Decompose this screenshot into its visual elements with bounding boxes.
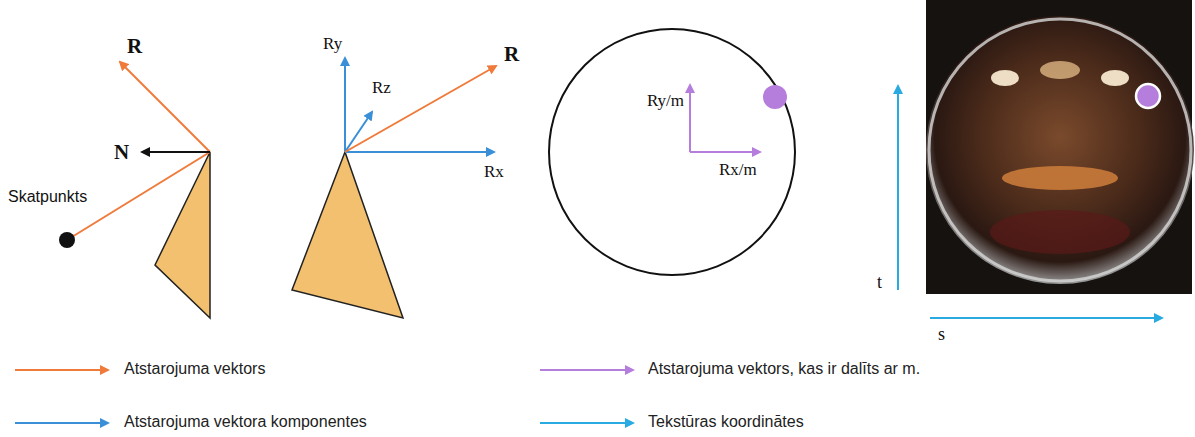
vector-label: N: [114, 140, 129, 164]
normal-vector: [142, 151, 210, 153]
component-z: [345, 112, 372, 152]
point-label: Skatpunkts: [8, 188, 87, 206]
legend-text: Tekstūras koordinātes: [648, 413, 804, 431]
scaled-y: [689, 85, 691, 152]
vector-label: R: [504, 42, 519, 66]
legend-text: Atstarojuma vektors: [124, 360, 265, 378]
view-ray: [67, 152, 210, 240]
stage: [1002, 166, 1118, 190]
sphere-map: [926, 16, 1194, 284]
highlight: [991, 70, 1019, 86]
viewpoint-dot: [59, 232, 75, 248]
highlight: [1101, 70, 1129, 86]
seats: [990, 210, 1130, 254]
legend-arrow: [15, 422, 108, 424]
triangle: [292, 152, 403, 318]
legend-arrow: [540, 369, 633, 371]
vector-label: R: [127, 34, 142, 58]
reflection-vector: [345, 66, 496, 152]
circle-outline: [547, 27, 797, 277]
triangle: [155, 152, 210, 318]
legend-text: Atstarojuma vektors, kas ir dalīts ar m.: [648, 360, 920, 378]
scaled-x: [690, 151, 760, 153]
axis-label: Ry: [323, 34, 342, 54]
axis-label: Ry/m: [647, 91, 684, 111]
legend-text: Atstarojuma vektora komponentes: [124, 413, 367, 431]
t-axis: [897, 86, 899, 290]
component-x: [345, 151, 494, 153]
sample-dot: [1136, 84, 1160, 108]
circle-node: Ry/mRx/m: [547, 27, 797, 277]
legend-arrow: [15, 369, 108, 371]
axis-label: t: [877, 272, 882, 293]
sphere-rim: [929, 19, 1191, 281]
legend-arrow: [540, 422, 633, 424]
component-y: [344, 58, 346, 152]
s-axis: [930, 317, 1162, 319]
axis-label: Rx: [484, 162, 504, 182]
highlight: [1040, 61, 1080, 79]
reflection-vector: [120, 62, 210, 152]
axis-label: Rz: [372, 78, 391, 98]
axis-label: Rx/m: [719, 160, 757, 180]
axis-label: s: [938, 324, 945, 345]
sample-dot: [763, 85, 787, 109]
